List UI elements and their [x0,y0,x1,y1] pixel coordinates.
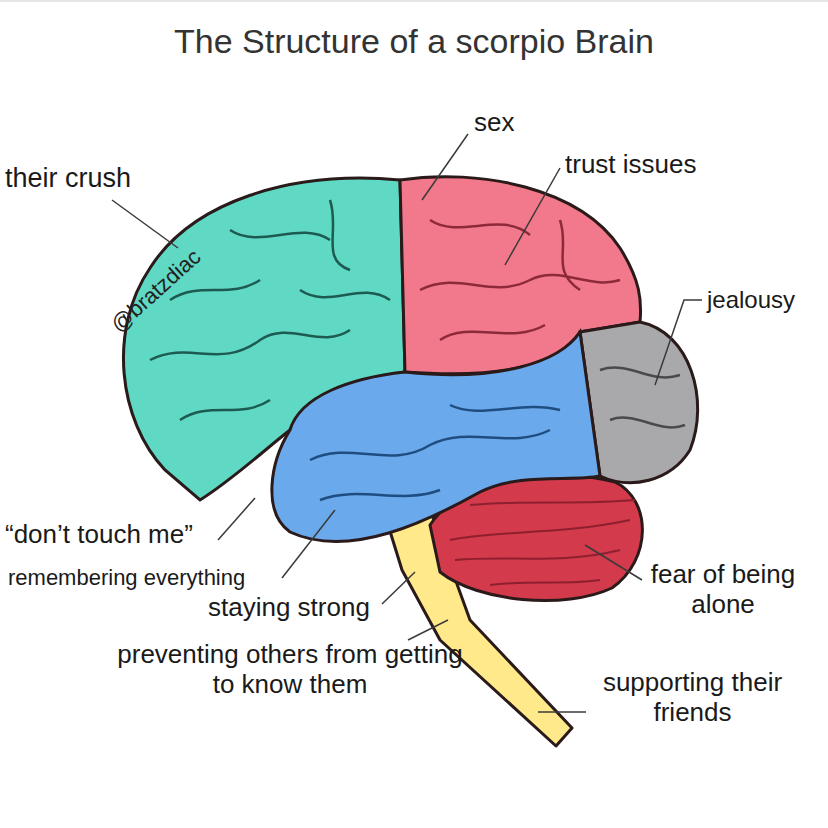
brain-label: staying strong [208,593,370,623]
brain-label: jealousy [707,286,795,314]
leader-line [112,200,178,248]
top-rule [0,0,828,2]
leader-line [408,620,448,640]
brain-label: supporting their friends [590,668,795,728]
occipital-folds [600,368,685,428]
brain-label: sex [474,108,514,138]
brain-label: fear of being alone [648,560,798,620]
brain-label: remembering everything [8,565,245,590]
cerebellum-folds [450,500,635,585]
leader-line [218,498,255,540]
leader-line [655,300,702,385]
brain-label: their crush [5,163,131,194]
leader-line [422,134,468,200]
brain-label: “don’t touch me” [5,520,193,550]
title: The Structure of a scorpio Brain [0,22,828,61]
brain-label: trust issues [565,150,697,180]
temporal-folds [310,405,560,500]
leader-line [282,510,335,578]
temporal-lobe [272,332,600,542]
leader-line [382,572,415,604]
leader-line [538,711,586,713]
brain-label: preventing others from getting to know t… [105,640,475,700]
leader-line [505,168,560,265]
leader-line [585,545,642,580]
